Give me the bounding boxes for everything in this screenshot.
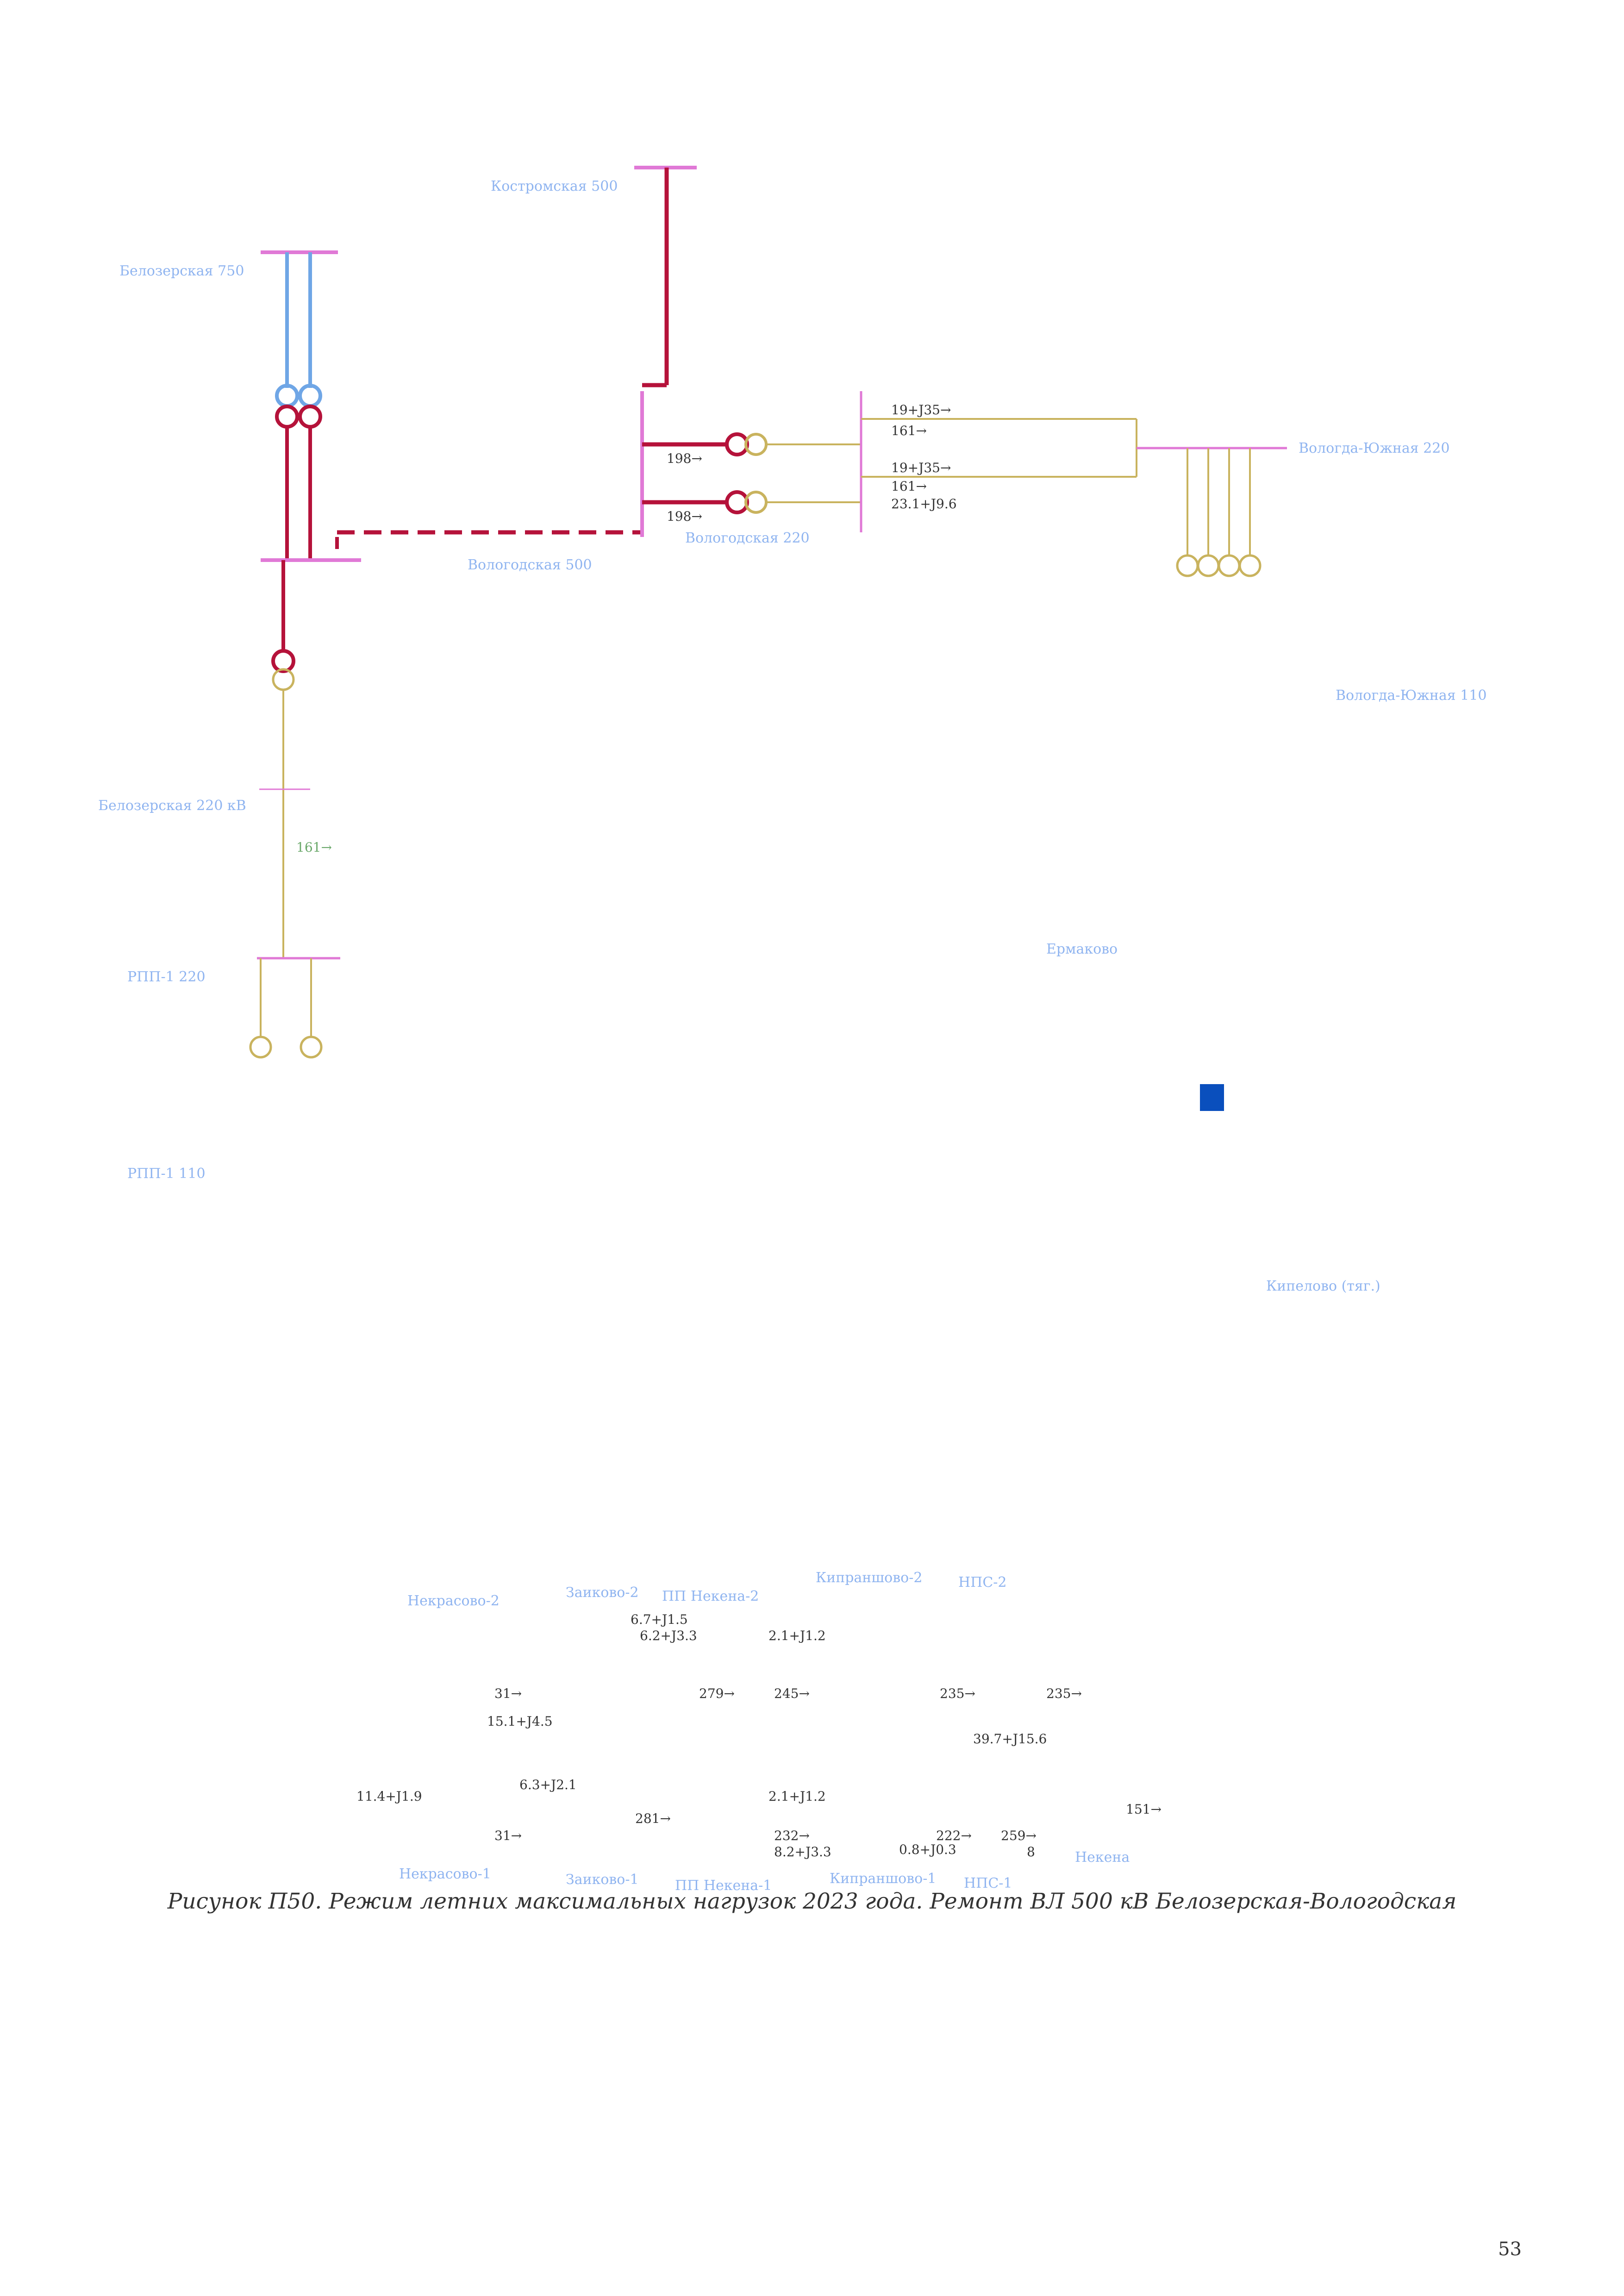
ermakovo-label: Ермаково: [1046, 941, 1118, 957]
line-under-repair: [335, 530, 641, 549]
flow-sub-e: 279→: [699, 1686, 735, 1701]
nekrasovo-2-label: Некрасово-2: [407, 1593, 500, 1609]
figure-caption: Рисунок П50. Режим летних максимальных н…: [167, 1889, 1457, 1914]
vologodskaya-500-label: Вологодская 500: [468, 557, 592, 573]
vologda-line-2-flow: 161→: [891, 479, 927, 494]
flow-sub-r: 222→: [936, 1828, 972, 1843]
rpp1-transformer-1: [249, 1036, 272, 1059]
rpp1-220-label: РПП-1 220: [127, 969, 206, 985]
marker-square: [1200, 1084, 1224, 1111]
nps-1-label: НПС-1: [964, 1875, 1012, 1891]
kipranshovo-1-label: Кипраншово-1: [830, 1871, 936, 1887]
autotransformer-1-low-winding: [275, 405, 299, 429]
vologodskaya-at1-high-winding: [725, 432, 749, 456]
belozerskaya-750-label: Белозерская 750: [119, 263, 244, 279]
flow-sub-i: 15.1+J4.5: [487, 1714, 553, 1729]
flow-sub-d: 31→: [494, 1686, 522, 1701]
kipranshovo-2-label: Кипраншово-2: [816, 1570, 922, 1586]
vologda-220-double-line: 19+J35→ 161→ 19+J35→ 161→ 23.1+J9.6: [861, 402, 1137, 512]
kostromskaya-feeder: Костромская 500: [491, 166, 697, 387]
belozerskaya-220-branch: Белозерская 220 кВ РПП-1 220 РПП-1 110 1…: [98, 560, 340, 1182]
page-number: 53: [1498, 2239, 1522, 2260]
autotransformer-1-high-winding: [275, 384, 299, 408]
rpp1-110-label: РПП-1 110: [127, 1166, 206, 1182]
vologodskaya-substation: Вологодская 500 Вологодская 220 198→ 198…: [468, 391, 862, 573]
flow-sub-t: 8.2+J3.3: [774, 1844, 831, 1859]
autotransformer-2-low-winding: [298, 405, 322, 429]
vologda-line-2-top-flow: 19+J35→: [891, 460, 951, 475]
flow-sub-n: 151→: [1126, 1802, 1162, 1817]
vologda-yuzhnaya-220-label: Вологда-Южная 220: [1299, 440, 1449, 456]
pp-nekena-2-label: ПП Некена-2: [662, 1588, 759, 1604]
belozerskaya-substation: Белозерская 750: [119, 250, 361, 562]
flow-sub-q: 232→: [774, 1828, 810, 1843]
flow-sub-u: 0.8+J0.3: [899, 1842, 956, 1857]
kostromskaya-500-label: Костромская 500: [491, 178, 618, 194]
pp-nekena-1-label: ПП Некена-1: [675, 1878, 772, 1894]
nekrasovo-1-label: Некрасово-1: [399, 1866, 491, 1882]
vologda-yuzhnaya-transformer-2: [1197, 554, 1220, 577]
vologda-line-1-flow: 161→: [891, 423, 927, 438]
nekena-label: Некена: [1075, 1849, 1130, 1866]
flow-sub-p: 31→: [494, 1828, 522, 1843]
flow-sub-g: 235→: [940, 1686, 975, 1701]
zaikovo-2-label: Заиково-2: [566, 1585, 639, 1601]
flow-sub-b: 6.2+J3.3: [640, 1628, 697, 1643]
flow-sub-s: 259→: [1001, 1828, 1037, 1843]
vologda-line-2-q-flow: 23.1+J9.6: [891, 496, 957, 512]
flow-sub-o: 281→: [635, 1811, 671, 1826]
flow-sub-h: 235→: [1046, 1686, 1082, 1701]
zaikovo-1-label: Заиково-1: [566, 1872, 639, 1888]
vologda-yuzhnaya-transformer-3: [1218, 554, 1241, 577]
vologda-yuzhnaya-substation: Вологда-Южная 220 Вологда-Южная 110 Ерма…: [1046, 440, 1487, 1294]
flow-sub-v: 8: [1027, 1844, 1035, 1859]
belozerskaya-220-label: Белозерская 220 кВ: [98, 798, 246, 814]
nps-2-label: НПС-2: [958, 1574, 1007, 1591]
flow-sub-c: 2.1+J1.2: [768, 1628, 826, 1643]
vologda-yuzhnaya-transformer-1: [1176, 554, 1199, 577]
autotransformer-2-high-winding: [298, 384, 322, 408]
substation-110-cluster: Некрасово-2 Заиково-2 ПП Некена-2 Кипран…: [356, 1570, 1162, 1894]
flow-sub-m: 2.1+J1.2: [768, 1789, 826, 1804]
vologda-yuzhnaya-transformer-4: [1238, 554, 1262, 577]
vologda-yuzhnaya-110-label: Вологда-Южная 110: [1336, 687, 1487, 704]
flow-sub-k: 11.4+J1.9: [356, 1789, 422, 1804]
flow-sub-l: 6.3+J2.1: [519, 1777, 577, 1792]
flow-sub-a: 6.7+J1.5: [631, 1612, 688, 1627]
flow-sub-j: 39.7+J15.6: [973, 1731, 1047, 1747]
vologodskaya-at2-high-winding: [725, 490, 749, 514]
flow-sub-f: 245→: [774, 1686, 810, 1701]
vologodskaya-t2-flow: 198→: [667, 509, 702, 524]
vologodskaya-220-label: Вологодская 220: [685, 530, 810, 546]
rpp1-transformer-2: [300, 1036, 323, 1059]
kipelovo-label: Кипелово (тяг.): [1266, 1278, 1380, 1294]
vologodskaya-t1-flow: 198→: [667, 451, 702, 466]
belozerskaya-transformer-high: [271, 649, 295, 673]
belozerskaya-220-flow: 161→: [296, 840, 332, 855]
vologda-line-1-top-flow: 19+J35→: [891, 402, 951, 418]
